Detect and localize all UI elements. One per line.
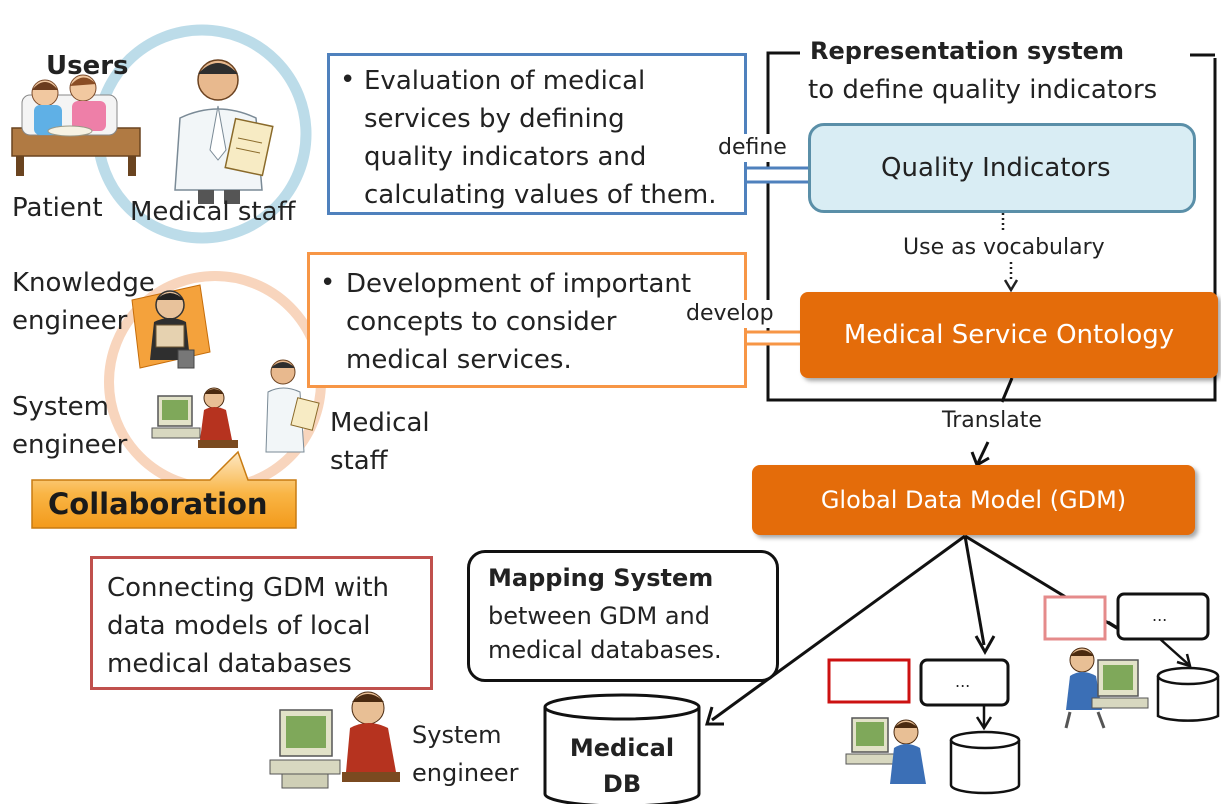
development-bullet: •	[320, 268, 336, 298]
evaluation-text: Evaluation of medical services by defini…	[364, 66, 717, 210]
evaluation-box: • Evaluation of medical services by defi…	[327, 53, 747, 215]
computer-user-clipart-icon	[151, 387, 238, 448]
development-box: • Development of important concepts to c…	[307, 252, 747, 388]
quality-indicators-node: Quality Indicators	[808, 123, 1196, 213]
mapping-title: Mapping System	[488, 564, 714, 592]
quality-indicators-label: Quality Indicators	[881, 153, 1111, 183]
computer-user-clipart-icon	[1064, 647, 1149, 729]
knowledge-engineer-label: Knowledge engineer	[12, 268, 155, 336]
develop-label: develop	[684, 300, 776, 328]
local-schema-box	[919, 658, 1010, 707]
users-title: Users	[46, 51, 129, 81]
mapping-box: Mapping System between GDM and medical d…	[467, 550, 779, 682]
representation-frame	[766, 51, 1217, 402]
ontology-node: Medical Service Ontology	[800, 292, 1218, 378]
system-engineer-label-2: System engineer	[412, 721, 519, 787]
collaboration-label: Collaboration	[48, 487, 268, 521]
medical-db-label: Medical DB	[569, 734, 675, 798]
doctor-clipart-icon	[265, 359, 320, 453]
medical-db-cylinder	[543, 693, 701, 804]
patient-label: Patient	[12, 193, 103, 223]
representation-title: Representation system	[806, 36, 1128, 66]
define-label: define	[716, 134, 789, 162]
evaluation-bullet: •	[340, 65, 356, 95]
doctor-clipart-icon	[174, 59, 274, 204]
gdm-node: Global Data Model (GDM)	[752, 465, 1195, 535]
computer-user-clipart-icon	[845, 717, 926, 784]
medical-staff-label-2: Medical staff	[330, 408, 430, 476]
local-schema-box-2	[1116, 592, 1210, 641]
ontology-label: Medical Service Ontology	[843, 320, 1175, 350]
connecting-box: Connecting GDM with data models of local…	[90, 556, 433, 690]
gdm-label: Global Data Model (GDM)	[820, 486, 1127, 514]
database-icon	[1156, 666, 1220, 722]
connecting-text: Connecting GDM with data models of local…	[107, 573, 390, 679]
patient-clipart-icon	[11, 74, 141, 176]
system-engineer-label: System engineer	[12, 392, 128, 460]
collaboration-callout	[31, 450, 297, 529]
use-as-vocabulary-label: Use as vocabulary	[903, 235, 1105, 260]
development-text: Development of important concepts to con…	[346, 269, 692, 375]
representation-subtitle: to define quality indicators	[808, 75, 1158, 105]
medical-staff-label: Medical staff	[130, 197, 296, 227]
ellipsis-label-2: ...	[1152, 606, 1168, 625]
knowledge-engineer-clipart-icon	[131, 284, 211, 369]
local-model-box-red	[827, 658, 911, 704]
ellipsis-label-1: ...	[955, 672, 971, 691]
database-icon	[949, 730, 1021, 795]
mapping-text: between GDM and medical databases.	[488, 602, 722, 664]
local-model-box-pink	[1043, 595, 1107, 641]
computer-user-clipart-icon	[269, 691, 400, 789]
translate-label: Translate	[942, 408, 1042, 433]
